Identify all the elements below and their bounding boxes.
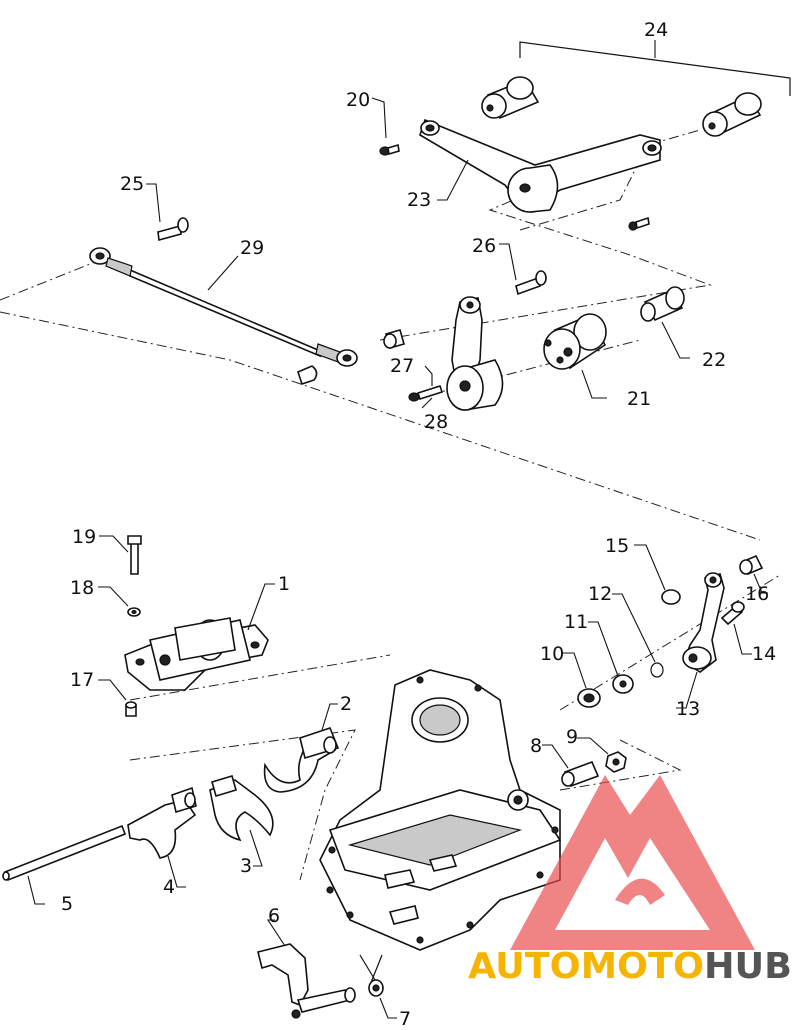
callout-5: 5 [61,893,73,915]
watermark-text: AUTOMOTOHUB [468,946,792,987]
watermark-text-part1: AUTOMOTO [468,946,704,987]
part-24-foot-peg-right [702,92,762,137]
bracket-24 [519,41,791,96]
callout-10: 10 [540,643,564,665]
part-29-shift-rod [89,247,358,386]
watermark-text-part2: HUB [704,946,792,987]
callout-24: 24 [644,19,668,41]
part-24-foot-peg-left [481,76,540,120]
callout-2: 2 [340,693,352,715]
part-23-pedal-arm [419,118,662,213]
callout-3: 3 [240,855,252,877]
callout-13: 13 [676,698,700,720]
part-25-bolt [157,217,189,242]
callout-15: 15 [605,535,629,557]
part-27-screw [408,384,444,402]
part-3-shift-fork [209,775,274,842]
callout-9: 9 [566,726,578,748]
part-11-washer [612,674,634,694]
part-7-spring [359,954,384,997]
callout-28: 28 [424,411,448,433]
callout-14: 14 [752,643,776,665]
part-16-bushing [739,554,764,576]
part-12-retaining-ring [650,662,664,678]
part-5-shift-rail [2,824,127,882]
part-6-shift-pawl [257,943,356,1019]
bushing [383,329,405,349]
callout-26: 26 [472,235,496,257]
part-15-ball-end [661,589,681,605]
peg-screw [628,216,650,231]
callout-labels: 1 2 3 4 5 6 7 8 9 10 11 12 13 14 15 16 1… [61,19,776,1030]
part-4-shift-fork [127,786,197,859]
part-18-washer [127,607,141,617]
part-28-shift-lever [446,296,504,411]
part-14-screw [720,601,745,626]
transmission-housing [319,669,562,951]
callout-7: 7 [399,1008,411,1030]
callout-11: 11 [564,611,588,633]
callout-29: 29 [240,237,264,259]
part-2-shift-fork [263,727,340,793]
watermark-inner-mark-icon [615,878,665,905]
callout-19: 19 [72,526,96,548]
callout-12: 12 [588,583,612,605]
callout-16: 16 [745,583,769,605]
leader-lines [27,40,768,1019]
part-21-pivot-sleeve [543,313,607,370]
part-26-bolt [515,270,547,296]
part-13-shift-arm [682,572,725,673]
callout-6: 6 [268,905,280,927]
callout-17: 17 [70,669,94,691]
callout-20: 20 [346,89,370,111]
callout-18: 18 [70,577,94,599]
part-8-pin [561,760,600,788]
callout-1: 1 [278,573,290,595]
callout-22: 22 [702,349,726,371]
part-1-shift-drum [124,617,269,691]
part-19-bolt [127,535,142,575]
watermark-triangle-icon [510,775,755,950]
callout-27: 27 [390,355,414,377]
part-10-seal [577,688,601,708]
part-17-dowel [125,701,137,717]
callout-8: 8 [530,735,542,757]
callout-25: 25 [120,173,144,195]
part-9-nut [605,751,627,773]
part-20-screw [379,143,400,156]
callout-4: 4 [163,876,175,898]
callout-21: 21 [627,388,651,410]
part-22-pivot-pin [640,286,685,322]
watermark-logo [510,775,755,950]
alignment-lines [0,129,781,881]
callout-23: 23 [407,189,431,211]
